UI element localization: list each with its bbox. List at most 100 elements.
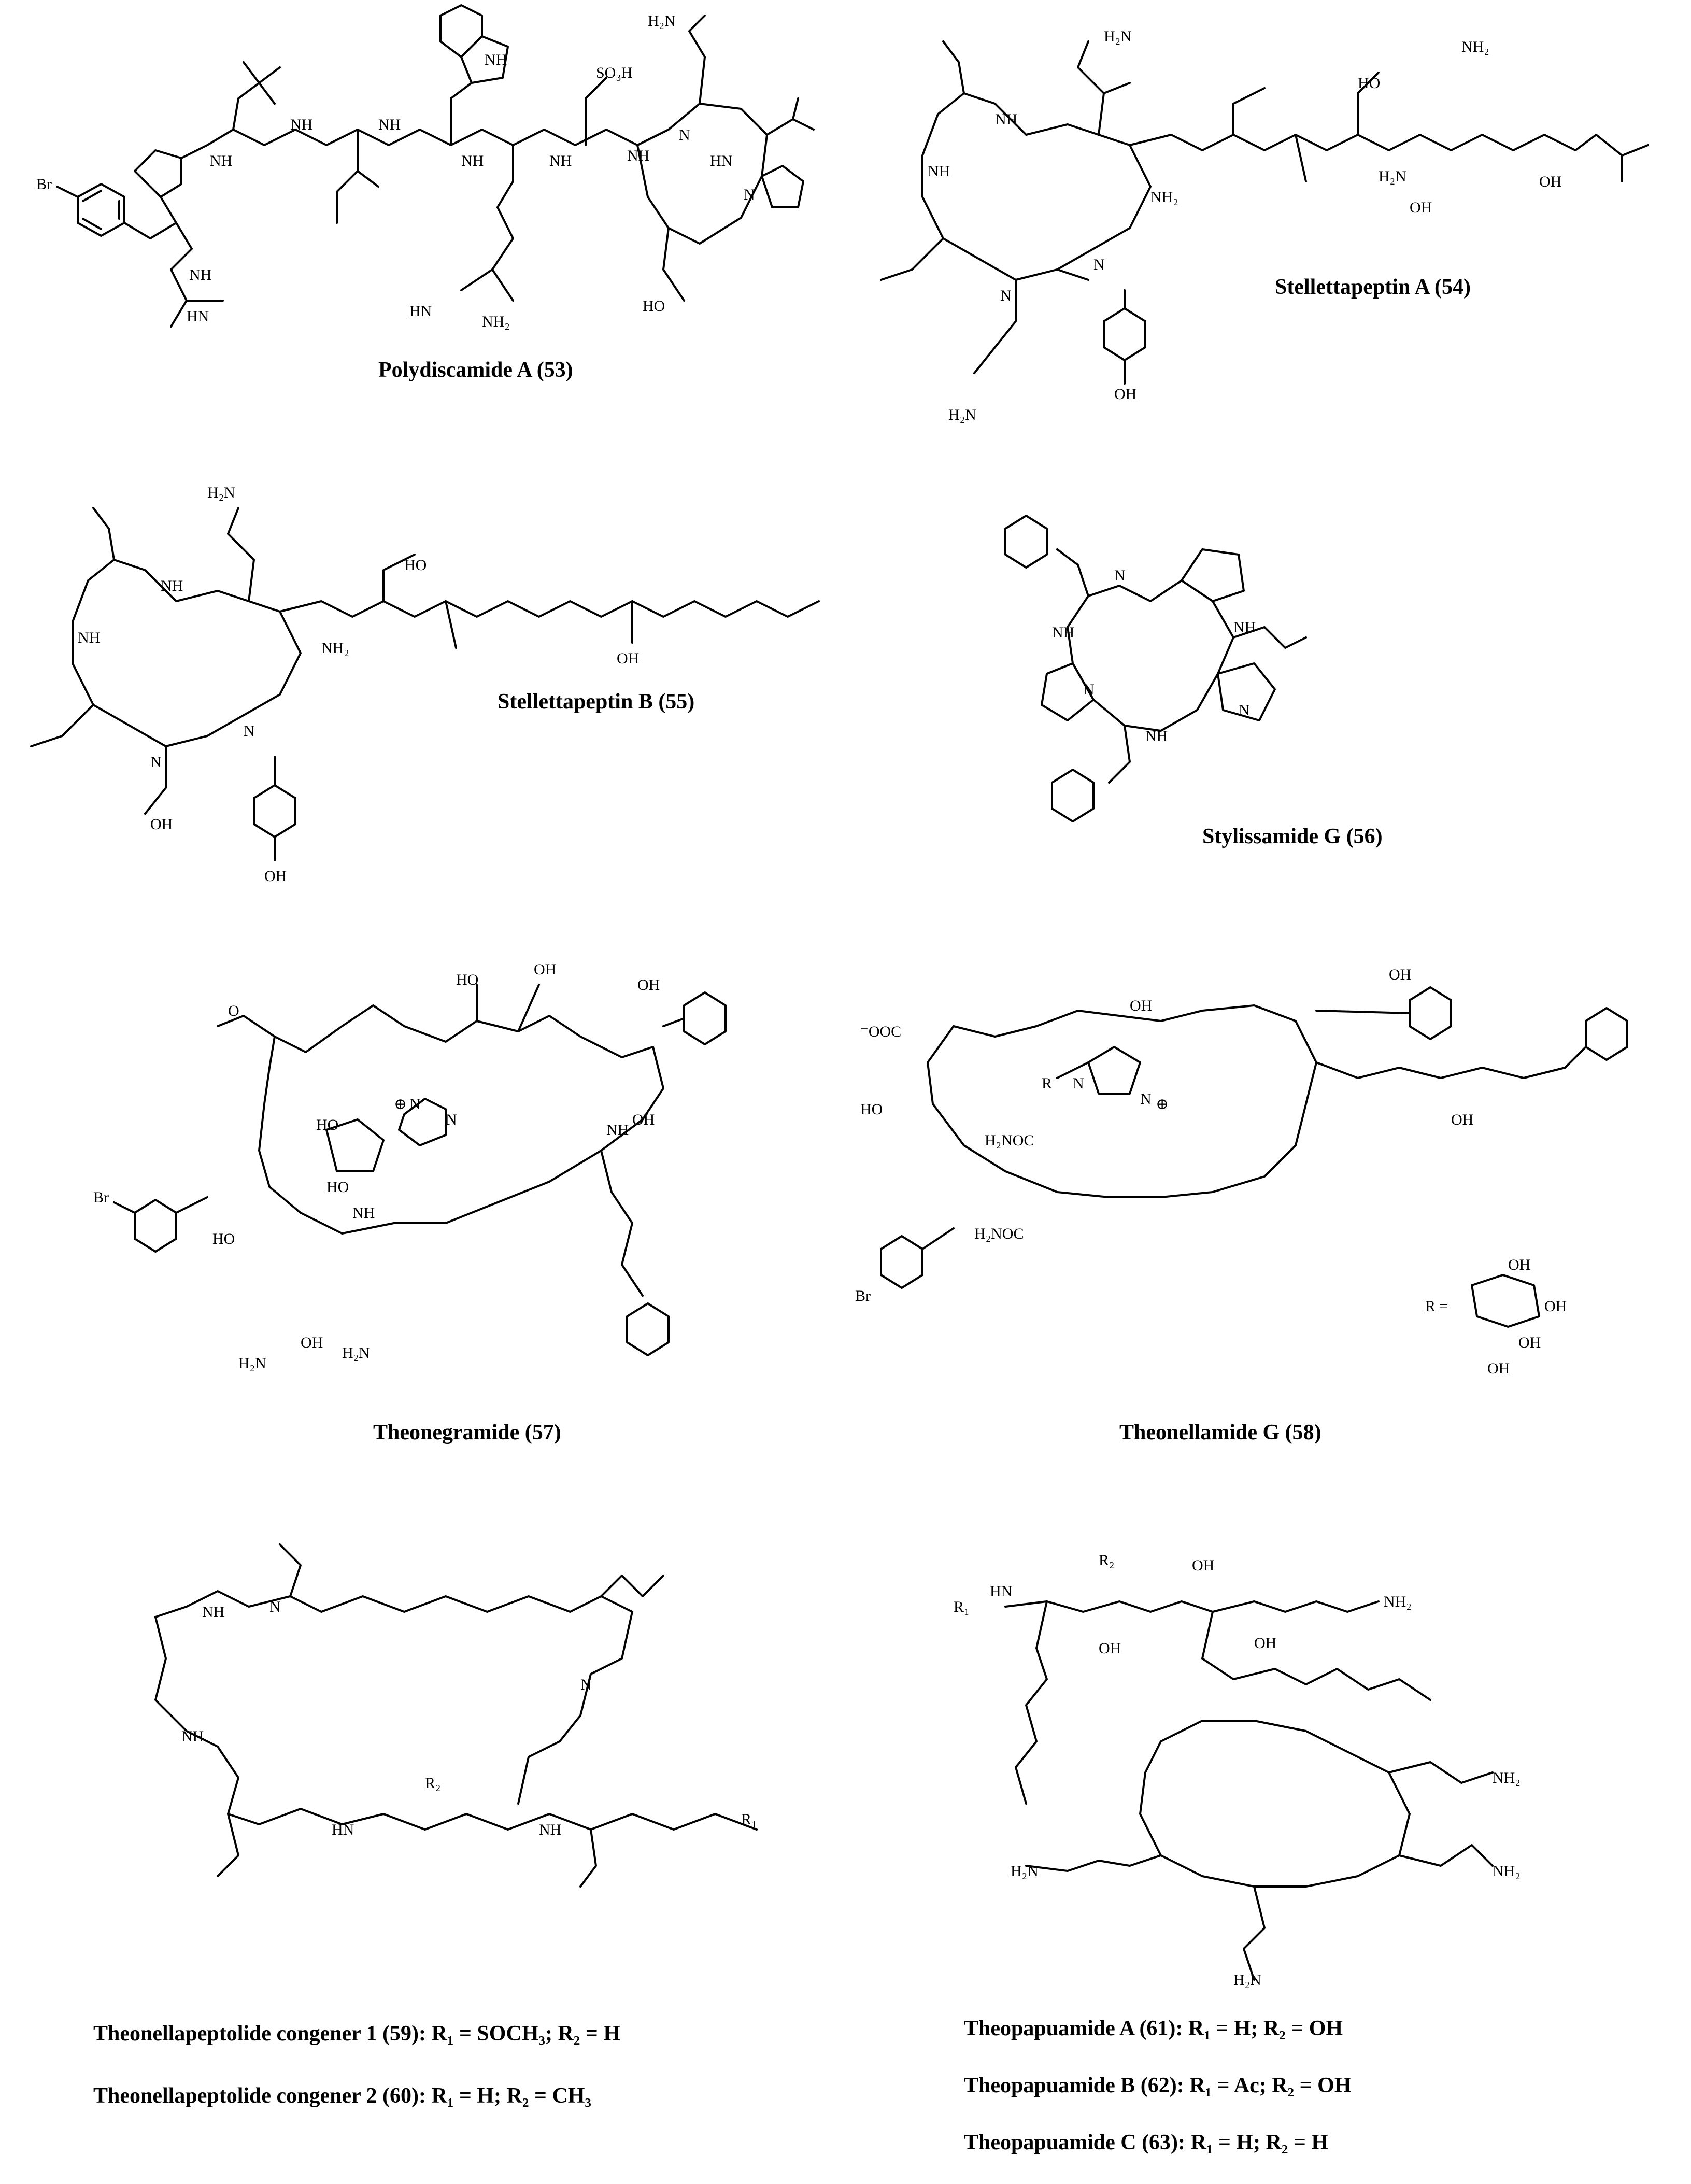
atom-label: NH — [352, 1204, 375, 1222]
atom-label: H₂N — [238, 1355, 266, 1372]
atom-label: OH — [637, 976, 660, 994]
atom-label: NH — [549, 152, 572, 169]
caption-53: Polydiscamide A (53) — [378, 358, 573, 382]
atom-label: HO — [643, 297, 665, 315]
atom-label: N — [744, 186, 755, 203]
atom-label: N — [269, 1598, 281, 1615]
atom-label: OH — [617, 650, 639, 667]
atom-label: NH — [161, 577, 183, 594]
atom-label: N — [1140, 1090, 1152, 1108]
atom-label: HO — [212, 1230, 235, 1247]
atom-label: N — [150, 754, 162, 771]
atom-label: OH — [1508, 1256, 1530, 1273]
atom-label: NH — [485, 51, 507, 68]
structure-drawing-59-60: N N NH NH NH HN R₂ R₁ — [154, 1543, 758, 1888]
caption-54: Stellettapeptin A (54) — [1275, 275, 1471, 299]
atom-label: HO — [860, 1101, 883, 1118]
atom-label: R₁ — [741, 1811, 757, 1828]
atom-label: HN — [409, 303, 432, 320]
atom-label: OH — [1451, 1111, 1473, 1128]
atom-label: OH — [1254, 1635, 1276, 1652]
structure-drawing-57: Br O HO OH HO HO OH HO NH NH N N ⊕ H₂N H… — [93, 961, 727, 1372]
atom-label: NH — [461, 152, 484, 169]
atom-label: OH — [301, 1334, 323, 1351]
atom-label: HO — [456, 971, 478, 988]
atom-label: OH — [632, 1111, 655, 1128]
atom-label: NH — [202, 1604, 224, 1621]
atom-label: NH — [181, 1728, 204, 1745]
atom-label: NH — [1052, 624, 1074, 641]
atom-label: HO — [404, 557, 427, 574]
caption-60: Theonellapeptolide congener 2 (60): R₁ =… — [93, 2084, 591, 2108]
atom-label: N — [679, 126, 690, 144]
atom-label: H₂N — [1011, 1863, 1039, 1880]
structure-theonegramide: Br O HO OH HO HO OH HO NH NH N N ⊕ H₂N H… — [83, 954, 819, 1472]
atom-label: OH — [264, 868, 287, 885]
atom-label: N — [1114, 567, 1126, 584]
caption-56: Stylissamide G (56) — [1202, 825, 1383, 848]
atom-label: OH — [1410, 199, 1432, 216]
atom-label: NH — [210, 152, 232, 169]
caption-61: Theopapuamide A (61): R₁ = H; R₂ = OH — [964, 2017, 1343, 2040]
caption-59: Theonellapeptolide congener 1 (59): R₁ =… — [93, 2022, 621, 2046]
structure-drawing-55: H₂N HO NH₂ OH OH OH NH NH N N — [30, 484, 820, 885]
atom-label: OH — [1487, 1360, 1510, 1377]
caption-58: Theonellamide G (58) — [1119, 1421, 1321, 1444]
structure-drawing-54: H₂N NH₂ HO OH H₂N OH NH₂ NH NH N N H₂N O… — [880, 28, 1649, 423]
atom-label: ⊕ — [394, 1096, 407, 1113]
atom-label: N — [1000, 287, 1012, 304]
atom-label: Br — [36, 176, 52, 193]
atom-label: Br — [855, 1287, 871, 1304]
atom-label: H₂N — [342, 1344, 370, 1362]
atom-label: H₂N — [948, 406, 976, 423]
atom-label: HO — [326, 1179, 349, 1196]
atom-label: OH — [1192, 1557, 1214, 1574]
atom-label: HN — [710, 152, 732, 169]
atom-label: NH — [928, 163, 950, 180]
atom-label: OH — [1130, 997, 1152, 1014]
atom-label: NH — [378, 116, 401, 133]
atom-label: N — [1239, 702, 1250, 719]
structure-drawing-58: ⁻OOC HO H₂NOC H₂NOC OH OH OH R N N ⊕ Br … — [855, 966, 1628, 1377]
atom-label: NH₂ — [1493, 1863, 1521, 1880]
atom-label: N — [580, 1676, 592, 1693]
structure-drawing-53: Br NH HN NH NH NH NH NH NH NH N HN H₂N S… — [36, 4, 815, 330]
atom-label: OH — [534, 961, 556, 978]
atom-label: R₂ — [1099, 1552, 1114, 1569]
structure-theonellapeptolide-congeners: N N NH NH NH HN R₂ R₁ Theonellapeptolide… — [83, 1534, 881, 2166]
atom-label: OH — [1539, 173, 1561, 190]
atom-label: HN — [990, 1583, 1012, 1600]
atom-label: OH — [1114, 386, 1136, 403]
atom-label: H₂N — [1104, 28, 1132, 45]
atom-label: OH — [1099, 1640, 1121, 1657]
structure-polydiscamide-a: Br NH HN NH NH NH NH NH NH NH N HN H₂N S… — [16, 4, 819, 382]
atom-label: NH — [995, 111, 1017, 128]
caption-62: Theopapuamide B (62): R₁ = Ac; R₂ = OH — [964, 2074, 1352, 2097]
atom-label: R = — [1425, 1298, 1448, 1315]
atom-label: O — [228, 1002, 239, 1019]
structure-stellettapeptin-b: H₂N HO NH₂ OH OH OH NH NH N N Stellettap… — [10, 456, 860, 902]
atom-label: OH — [150, 816, 173, 833]
atom-label: SO₃H — [596, 64, 632, 81]
atom-label: HO — [1358, 75, 1380, 92]
atom-label: NH — [539, 1821, 561, 1838]
atom-label: NH₂ — [1384, 1593, 1412, 1610]
atom-label: OH — [1389, 966, 1411, 983]
atom-label: HN — [332, 1821, 354, 1838]
atom-label: NH — [78, 629, 100, 646]
atom-label: OH — [1518, 1334, 1541, 1351]
atom-label: H₂N — [207, 484, 235, 501]
atom-label: R₁ — [954, 1598, 969, 1615]
atom-label: HO — [316, 1116, 338, 1133]
caption-63: Theopapuamide C (63): R₁ = H; R₂ = H — [964, 2131, 1329, 2154]
atom-label: R — [1042, 1075, 1052, 1092]
atom-label: NH — [290, 116, 312, 133]
atom-label: R₂ — [425, 1775, 440, 1792]
atom-label: NH — [1145, 728, 1168, 745]
atom-label: H₂NOC — [974, 1225, 1024, 1242]
atom-label: N — [446, 1111, 457, 1128]
atom-label: N — [244, 722, 255, 740]
atom-label: NH₂ — [1493, 1769, 1521, 1786]
atom-label: H₂N — [648, 12, 676, 30]
structure-stellettapeptin-a: H₂N NH₂ HO OH H₂N OH NH₂ NH NH N N H₂N O… — [860, 10, 1674, 435]
